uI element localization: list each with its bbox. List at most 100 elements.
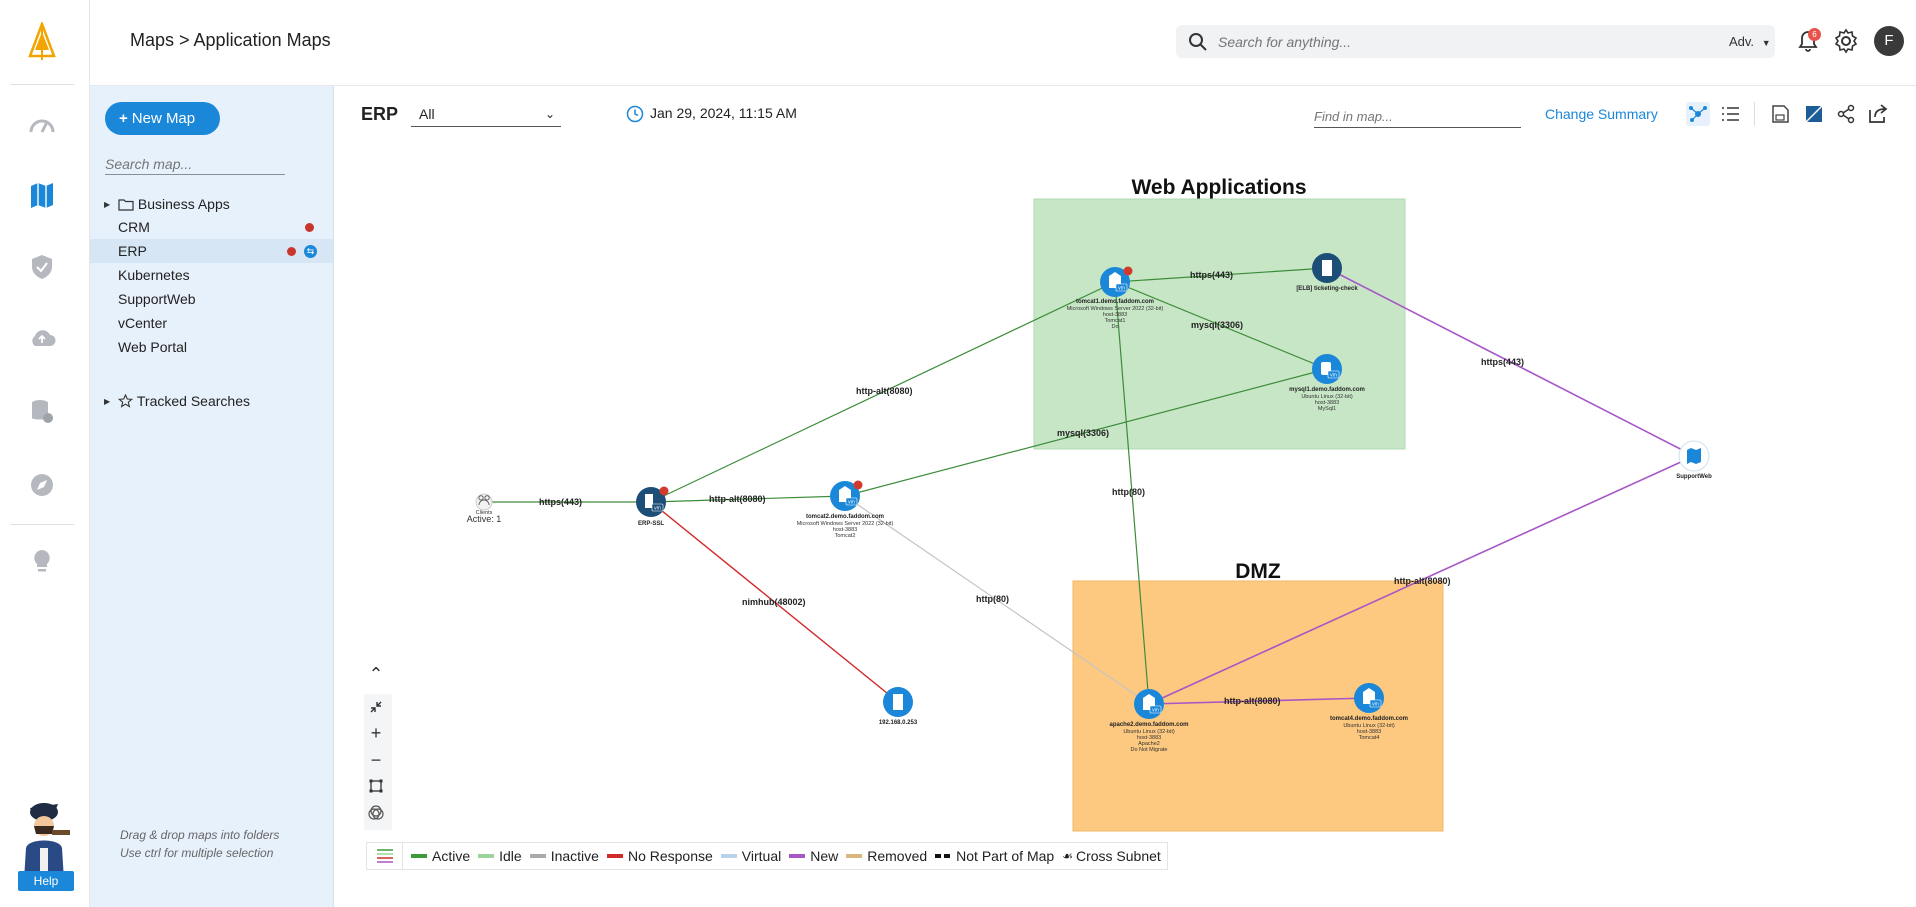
- user-avatar[interactable]: F: [1874, 26, 1904, 56]
- edge-label: http-alt(8080): [1224, 696, 1281, 706]
- export-icon[interactable]: [1866, 102, 1890, 126]
- node-name: tomcat4.demo.faddom.com: [1330, 716, 1408, 722]
- cloud-icon[interactable]: [27, 324, 57, 354]
- folder-business-apps[interactable]: ▶ Business Apps: [104, 194, 230, 214]
- vm-badge: vm: [1152, 708, 1159, 714]
- edge-tomcat1-elb[interactable]: [1114, 267, 1328, 283]
- list-view-icon[interactable]: [1718, 102, 1742, 126]
- map-item-label: Web Portal: [118, 339, 187, 355]
- app-logo-icon[interactable]: [26, 22, 58, 62]
- edge-tomcat2-apache2[interactable]: [844, 495, 1150, 705]
- change-summary-link[interactable]: Change Summary: [1545, 106, 1658, 122]
- edge-tomcat1-apache2[interactable]: [1114, 281, 1150, 705]
- map-item-erp[interactable]: ERP ⇆: [90, 239, 333, 263]
- node-elb-ticketing-check[interactable]: [ELB] ticketing-check: [1296, 253, 1358, 292]
- map-item-kubernetes[interactable]: Kubernetes: [90, 263, 333, 287]
- edge-erp-ssl-tomcat1[interactable]: [650, 281, 1116, 503]
- node-host: host-3883: [833, 527, 857, 533]
- edge-tomcat1-mysql1[interactable]: [1114, 281, 1328, 370]
- map-item-vcenter[interactable]: vCenter: [90, 311, 333, 335]
- save-icon[interactable]: [1768, 102, 1792, 126]
- node-mysql1[interactable]: vm mysql1.demo.faddom.com Ubuntu Linux (…: [1289, 354, 1365, 412]
- alert-dot-icon: [853, 480, 863, 490]
- toolbar-divider: [1754, 102, 1755, 126]
- edge-apache2-tomcat4[interactable]: [1148, 697, 1370, 705]
- map-item-web-portal[interactable]: Web Portal: [90, 335, 333, 359]
- compass-icon[interactable]: [27, 470, 57, 500]
- edge-erp-ssl-tomcat2[interactable]: [650, 495, 846, 503]
- node-name: mysql1.demo.faddom.com: [1289, 387, 1365, 393]
- map-item-label: vCenter: [118, 315, 168, 331]
- node-tomcat2[interactable]: vm tomcat2.demo.faddom.com Microsoft Win…: [797, 480, 894, 540]
- node-tag: Do Not Migrate: [1131, 747, 1168, 753]
- new-map-button[interactable]: +New Map: [105, 102, 220, 135]
- settings-gear-icon[interactable]: [1833, 28, 1859, 54]
- sync-icon[interactable]: ⇆: [304, 245, 317, 258]
- fit-to-screen-icon[interactable]: [366, 697, 386, 717]
- database-icon[interactable]: [27, 396, 57, 426]
- share-icon[interactable]: [1834, 102, 1858, 126]
- advanced-search-dropdown[interactable]: Adv. ▼: [1719, 25, 1775, 58]
- application-map-graph[interactable]: Web Applications DMZ https(443) http-alt…: [334, 86, 1916, 907]
- map-search-input[interactable]: [105, 153, 285, 175]
- node-clients[interactable]: Clients Active: 1: [467, 493, 502, 524]
- dashboard-icon[interactable]: [27, 110, 57, 140]
- legend: Active Idle Inactive No Response Virtual…: [366, 842, 1168, 870]
- node-os: Microsoft Windows Server 2022 (32-bit): [1067, 306, 1164, 312]
- edge-elb-supportweb[interactable]: [1326, 267, 1695, 457]
- global-search-box[interactable]: [1176, 25, 1724, 58]
- legend-toggle[interactable]: [367, 842, 403, 870]
- map-canvas[interactable]: Web Applications DMZ https(443) http-alt…: [334, 86, 1916, 907]
- drag-drop-hint: Drag & drop maps into folders Use ctrl f…: [120, 826, 279, 862]
- edge-apache2-supportweb[interactable]: [1148, 455, 1695, 705]
- chevron-down-icon: ⌄: [544, 107, 555, 121]
- map-timestamp[interactable]: Jan 29, 2024, 11:15 AM: [650, 105, 797, 121]
- zone-web-applications[interactable]: [1033, 198, 1406, 450]
- maps-side-panel: +New Map ▶ Business Apps CRM ERP ⇆ Kuber…: [90, 86, 334, 907]
- edge-tomcat2-mysql1[interactable]: [844, 368, 1328, 497]
- graph-view-icon[interactable]: [1686, 102, 1710, 126]
- legend-label: Not Part of Map: [956, 848, 1055, 864]
- node-name: apache2.demo.faddom.com: [1109, 722, 1188, 728]
- legend-item-no-response: No Response: [606, 848, 713, 864]
- global-search-input[interactable]: [1218, 31, 1688, 53]
- layers-icon[interactable]: [366, 804, 386, 824]
- server-icon: [893, 694, 903, 710]
- zoom-out-button[interactable]: −: [370, 750, 382, 770]
- background-toggle-icon[interactable]: [1802, 102, 1826, 126]
- help-button[interactable]: Help: [18, 871, 74, 891]
- node-tomcat4[interactable]: vm tomcat4.demo.faddom.com Ubuntu Linux …: [1330, 683, 1408, 741]
- legend-item-virtual: Virtual: [720, 848, 781, 864]
- edge-label: http(80): [976, 594, 1009, 604]
- clock-icon[interactable]: [626, 105, 644, 123]
- node-supportweb[interactable]: SupportWeb: [1676, 440, 1712, 480]
- map-item-crm[interactable]: CRM: [90, 215, 333, 239]
- edge-label: https(443): [1481, 357, 1524, 367]
- node-host: host-3883: [1315, 400, 1339, 406]
- filter-select[interactable]: All ⌄: [411, 103, 561, 127]
- caret-right-icon: ▶: [104, 200, 111, 210]
- users-icon: [478, 495, 490, 506]
- lightbulb-icon[interactable]: [27, 546, 57, 576]
- folder-tracked-searches[interactable]: ▶ Tracked Searches: [104, 391, 250, 411]
- collapse-controls-icon[interactable]: ⌃: [368, 664, 384, 684]
- edge-label: mysql(3306): [1191, 320, 1243, 330]
- vm-badge: vm: [654, 506, 661, 512]
- node-tomcat1[interactable]: vm tomcat1.demo.faddom.com Microsoft Win…: [1067, 266, 1164, 331]
- zone-dmz[interactable]: [1072, 580, 1444, 832]
- maps-icon[interactable]: [27, 180, 57, 210]
- edge-erp-ssl-ip-node[interactable]: [650, 501, 899, 703]
- find-in-map-input[interactable]: [1314, 106, 1521, 128]
- vm-badge: vm: [1330, 373, 1337, 379]
- map-item-label: Kubernetes: [118, 267, 190, 283]
- zoom-in-button[interactable]: +: [370, 723, 382, 743]
- node-apache2[interactable]: vm apache2.demo.faddom.com Ubuntu Linux …: [1109, 689, 1189, 753]
- breadcrumb: Maps > Application Maps: [130, 30, 331, 50]
- node-192-168-0-253[interactable]: 192.168.0.253: [879, 687, 918, 726]
- map-item-label: ERP: [118, 243, 147, 259]
- security-icon[interactable]: [27, 252, 57, 282]
- edge-label: nimhub(48002): [742, 597, 806, 607]
- map-item-supportweb[interactable]: SupportWeb: [90, 287, 333, 311]
- select-area-icon[interactable]: [366, 776, 386, 796]
- node-erp-ssl[interactable]: vm ERP-SSL: [636, 486, 669, 528]
